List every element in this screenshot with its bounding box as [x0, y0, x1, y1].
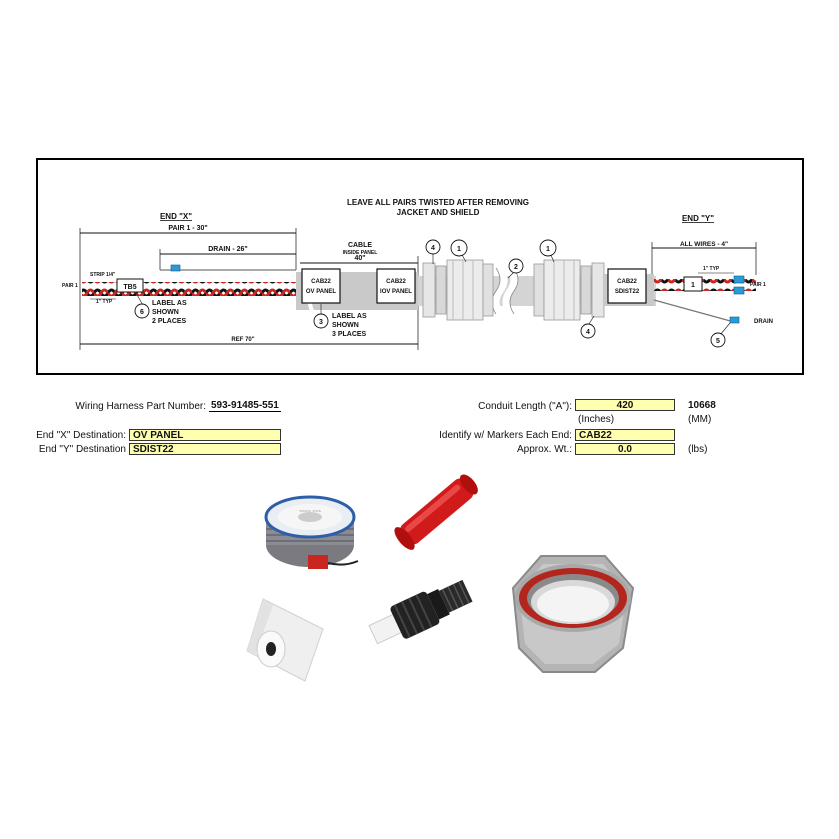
part-number-label: Wiring Harness Part Number: [75, 401, 206, 412]
marker-box-ov-panel [301, 268, 341, 304]
cable-label: CABLE [348, 242, 372, 249]
svg-text:1: 1 [546, 246, 550, 253]
marker1-line1: CAB22 [311, 279, 331, 285]
heading-line2: JACKET AND SHIELD [397, 208, 480, 217]
butt-splice-image [394, 474, 478, 550]
drain-dim-text: DRAIN - 26" [208, 246, 248, 253]
part-number-value: 593-91485-551 [209, 400, 281, 412]
one-typ-left: 1" TYP [96, 299, 113, 305]
diagram-canvas: LEAVE ALL PAIRS TWISTED AFTER REMOVING J… [62, 198, 773, 350]
label-shown-2-l3: 2 PLACES [152, 318, 187, 325]
fitting-right [533, 259, 605, 321]
marker2-line1: CAB22 [386, 279, 406, 285]
label-shown-2-l1: LABEL AS [152, 300, 187, 307]
cable-sub-label: INSIDE PANEL [343, 250, 378, 256]
callout-1a: 1 [450, 239, 468, 257]
end-x-label: END "X" [160, 212, 192, 221]
tb5-box [116, 278, 144, 293]
callout-3: 3 [313, 313, 329, 329]
callout-6: 6 [134, 303, 150, 319]
label-roll-image [246, 598, 324, 682]
markers-field[interactable]: CAB22 [575, 429, 675, 441]
cable-gland-image [368, 579, 473, 645]
svg-text:2: 2 [514, 264, 518, 271]
callout-5: 5 [710, 332, 726, 348]
marker2-line2: IOV PANEL [380, 289, 412, 295]
conduit-length-mm: 10668 [688, 400, 716, 411]
svg-text:5: 5 [716, 338, 720, 345]
pair1-right-label: PAIR 1 [750, 282, 766, 288]
break-mark-2 [502, 266, 518, 316]
marker3-line2: SDIST22 [615, 289, 640, 295]
tb5-label: TB5 [123, 284, 136, 291]
pair1-left-label: PAIR 1 [62, 283, 78, 289]
end-y-destination-field[interactable]: SDIST22 [129, 443, 281, 455]
weight-unit: (lbs) [688, 444, 708, 455]
fitting-left [422, 259, 494, 321]
all-wires-dim-text: ALL WIRES - 4" [680, 241, 728, 248]
end-x-destination-label: End "X" Destination: [36, 430, 126, 441]
label-shown-3-l1: LABEL AS [332, 313, 367, 320]
drain-right-label: DRAIN [754, 319, 773, 325]
label-shown-2-l2: SHOWN [152, 309, 179, 316]
heading-line1: LEAVE ALL PAIRS TWISTED AFTER REMOVING [347, 198, 529, 207]
one-typ-right: 1" TYP [703, 266, 720, 272]
break-line-2 [509, 267, 519, 315]
locknut-image [511, 555, 635, 673]
leader-4b [588, 315, 595, 325]
ref-dim-text: REF 70" [231, 337, 254, 343]
conduit-length-label: Conduit Length ("A"): [478, 401, 572, 412]
callout-2: 2 [508, 258, 524, 274]
svg-text:4: 4 [431, 245, 435, 252]
callout-4a: 4 [425, 239, 441, 255]
twisted-pair-right [654, 279, 756, 291]
svg-text:3: 3 [319, 319, 323, 326]
cable-dim-text: 40" [354, 255, 365, 262]
svg-text:~~~~ ~~~: ~~~~ ~~~ [299, 509, 321, 515]
conduit-length-field[interactable]: 420 [575, 399, 675, 411]
cable-spool-image: ~~~~ ~~~ [264, 495, 359, 569]
inches-unit: (Inches) [578, 414, 615, 425]
marker3-line1: CAB22 [617, 279, 637, 285]
marker1-line2: OV PANEL [306, 289, 337, 295]
pair-dim-text: PAIR 1 - 30" [168, 225, 207, 232]
end-y-label: END "Y" [682, 214, 714, 223]
markers-label: Identify w/ Markers Each End: [439, 430, 572, 441]
marker-box-sdist22 [607, 268, 647, 304]
drain-wire-right [653, 299, 735, 323]
weight-label: Approx. Wt.: [516, 444, 572, 455]
marker-box-iov-panel [376, 268, 416, 304]
mm-unit: (MM) [688, 414, 712, 425]
right-label-box-text: 1 [691, 282, 695, 289]
twisted-pair-left [82, 282, 296, 296]
svg-text:1: 1 [457, 246, 461, 253]
leader-5 [719, 322, 731, 336]
wire-marker-right-2 [733, 286, 745, 295]
end-x-destination-field[interactable]: OV PANEL [129, 429, 281, 441]
drain-marker-left [170, 264, 181, 272]
strip-label: STRIP 1/4" [90, 272, 116, 278]
drain-marker-right [729, 316, 740, 324]
break-mark-1 [492, 266, 508, 316]
label-shown-3-l3: 3 PLACES [332, 331, 367, 338]
callout-4b: 4 [580, 323, 596, 339]
label-shown-3-l2: SHOWN [332, 322, 359, 329]
svg-text:4: 4 [586, 329, 590, 336]
end-y-destination-label: End "Y" Destination [38, 444, 126, 455]
right-label-box [683, 276, 703, 292]
svg-text:6: 6 [140, 309, 144, 316]
wiring-diagram: LEAVE ALL PAIRS TWISTED AFTER REMOVING J… [36, 158, 804, 375]
wire-marker-right-1 [733, 275, 745, 284]
weight-field[interactable]: 0.0 [575, 443, 675, 455]
callout-1b: 1 [539, 239, 557, 257]
